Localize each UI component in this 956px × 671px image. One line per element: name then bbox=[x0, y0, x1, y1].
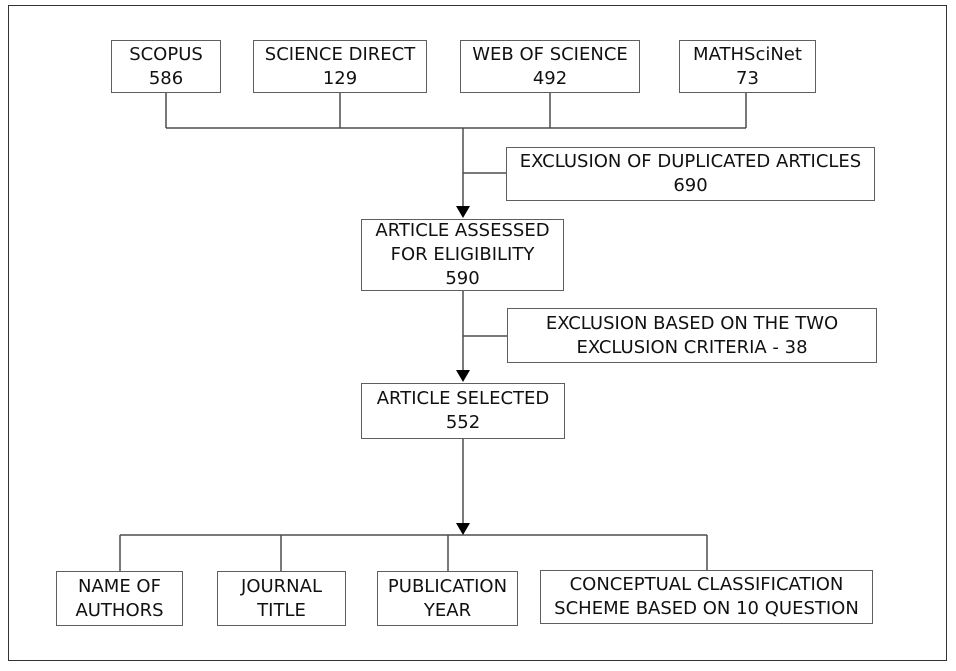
box-label: SCIENCE DIRECT bbox=[264, 43, 416, 65]
article-selected-box: ARTICLE SELECTED 552 bbox=[361, 383, 565, 439]
outer-frame bbox=[8, 5, 947, 661]
exclusion-duplicates-box: EXCLUSION OF DUPLICATED ARTICLES 690 bbox=[506, 147, 875, 201]
source-box-scopus: SCOPUS 586 bbox=[111, 40, 221, 93]
box-label: EXCLUSION BASED ON THE TWO EXCLUSION CRI… bbox=[545, 312, 839, 358]
box-label: ARTICLE SELECTED bbox=[376, 388, 550, 409]
box-count: 73 bbox=[736, 67, 759, 89]
field-box-journal-title: JOURNAL TITLE bbox=[217, 571, 346, 626]
box-label: EXCLUSION OF DUPLICATED ARTICLES bbox=[519, 151, 862, 172]
field-box-publication-year: PUBLICATION YEAR bbox=[377, 571, 518, 626]
source-box-mathscinet: MATHSciNet 73 bbox=[679, 40, 816, 93]
box-label: ARTICLE ASSESSED FOR ELIGIBILITY bbox=[375, 220, 550, 265]
box-count: 129 bbox=[322, 67, 358, 89]
box-label: SCOPUS bbox=[129, 43, 203, 65]
box-label: MATHSciNet bbox=[693, 43, 802, 65]
box-label: PUBLICATION YEAR bbox=[387, 575, 508, 621]
box-count: 492 bbox=[532, 67, 568, 89]
box-label: CONCEPTUAL CLASSIFICATION SCHEME BASED O… bbox=[554, 574, 859, 619]
source-box-web-of-science: WEB OF SCIENCE 492 bbox=[460, 40, 640, 93]
box-label: NAME OF AUTHORS bbox=[75, 575, 164, 621]
field-box-classification-scheme: CONCEPTUAL CLASSIFICATION SCHEME BASED O… bbox=[540, 570, 873, 624]
box-count: 590 bbox=[445, 268, 480, 289]
box-count: 690 bbox=[673, 175, 708, 196]
exclusion-criteria-box: EXCLUSION BASED ON THE TWO EXCLUSION CRI… bbox=[507, 308, 877, 363]
box-count: 552 bbox=[445, 412, 481, 433]
box-label: WEB OF SCIENCE bbox=[472, 43, 628, 65]
source-box-science-direct: SCIENCE DIRECT 129 bbox=[253, 40, 427, 93]
article-assessed-box: ARTICLE ASSESSED FOR ELIGIBILITY 590 bbox=[361, 219, 564, 291]
box-label: JOURNAL TITLE bbox=[241, 575, 322, 621]
field-box-name-of-authors: NAME OF AUTHORS bbox=[56, 571, 183, 626]
box-count: 586 bbox=[148, 67, 184, 89]
